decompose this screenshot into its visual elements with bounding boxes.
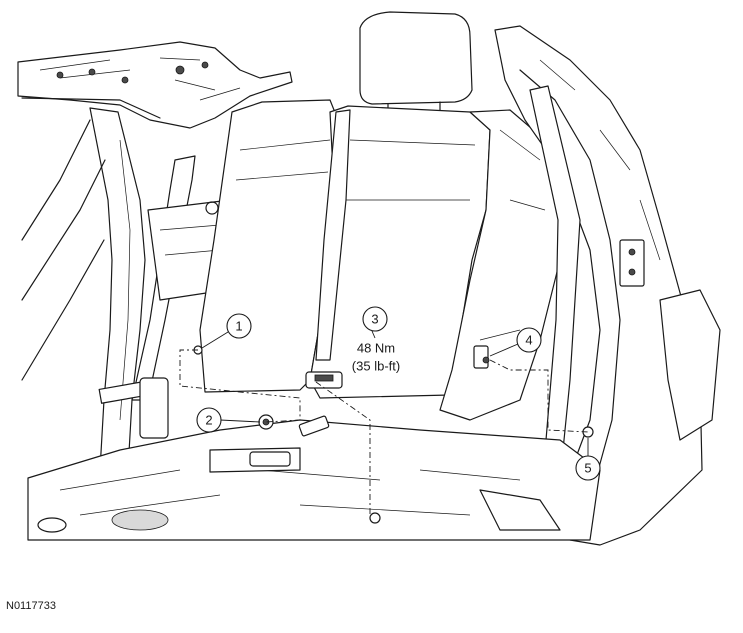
callout-4: 4 (516, 327, 542, 353)
leader-lines (201, 330, 589, 458)
torque-spec: 48 Nm (35 lb-ft) (343, 340, 409, 376)
torque-imperial: (35 lb-ft) (352, 358, 400, 373)
installation-lines (179, 349, 589, 520)
figure-id: N0117733 (6, 600, 56, 612)
callout-1: 1 (226, 313, 252, 339)
callout-5-label: 5 (584, 460, 591, 475)
left-roof-rail (17, 41, 293, 129)
callout-3-label: 3 (371, 311, 378, 326)
callout-2-label: 2 (205, 412, 212, 427)
torque-metric: 48 Nm (357, 340, 395, 355)
callout-5: 5 (575, 455, 601, 481)
callout-1-label: 1 (235, 318, 242, 333)
seatback-center-section (309, 105, 491, 399)
callout-2: 2 (196, 407, 222, 433)
seat-belt-buckles (193, 345, 594, 524)
headrest (359, 11, 473, 119)
callout-4-label: 4 (525, 332, 532, 347)
callout-3: 3 (362, 306, 388, 332)
center-seat-belt (305, 109, 351, 389)
left-c-pillar (21, 107, 146, 479)
floor-panel (27, 419, 601, 541)
